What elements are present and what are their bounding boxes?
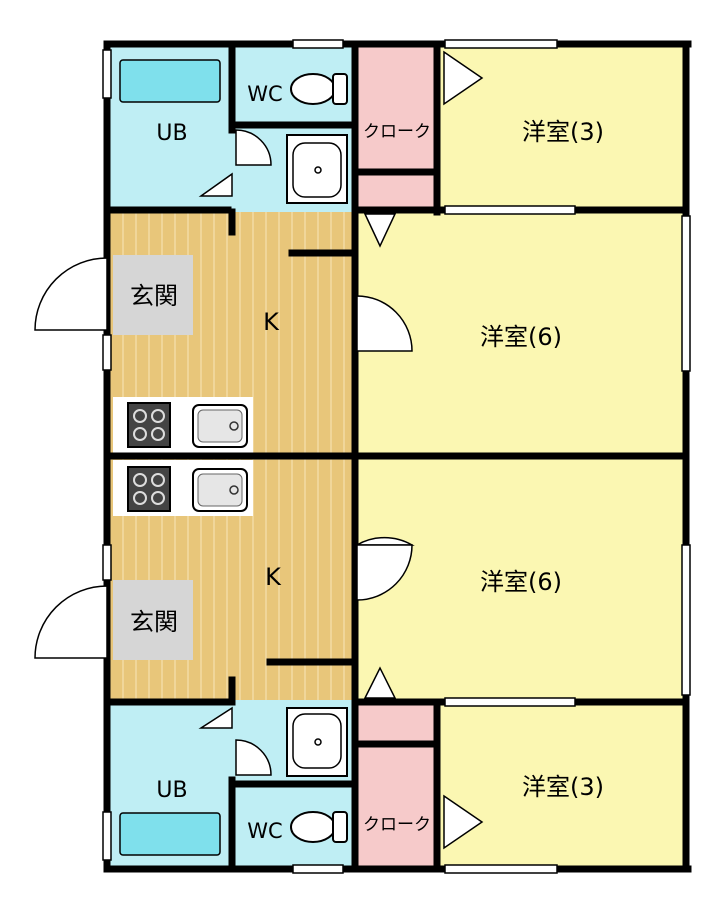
bathtub-top: [119, 59, 221, 103]
washbasin-bottom-icon: [286, 707, 348, 777]
closet-top-room: [355, 45, 437, 212]
closet-bottom-label: クローク: [363, 815, 431, 835]
toilet-top-icon: [290, 73, 348, 105]
western-mid-bottom-room: [355, 456, 687, 700]
western-bottom-label: 洋室(3): [522, 773, 604, 801]
entrance-top-label: 玄関: [130, 282, 178, 310]
bathtub-bottom: [119, 812, 221, 856]
western-mid-bottom-label: 洋室(6): [480, 568, 562, 596]
closet-top-label: クローク: [363, 122, 431, 142]
kitchen-sink-top-icon: [192, 404, 248, 448]
wc-bottom-label: WC: [247, 819, 282, 843]
windows: [102, 39, 691, 874]
wc-top-label: WC: [247, 82, 282, 106]
western-top-label: 洋室(3): [522, 118, 604, 146]
kitchen-sink-bottom-icon: [192, 468, 248, 512]
washbasin-top-icon: [286, 134, 348, 204]
closet-bottom-room: [355, 700, 437, 868]
entrance-bottom-label: 玄関: [130, 608, 178, 636]
stove-top-icon: [127, 402, 171, 448]
ub-top-label: UB: [156, 121, 187, 146]
western-mid-top-label: 洋室(6): [480, 323, 562, 351]
entrance-bottom-floor: [113, 580, 193, 660]
kitchen-top-label: K: [263, 308, 280, 336]
western-top-room: [437, 45, 687, 212]
entrance-top-floor: [113, 255, 193, 335]
western-mid-top-room: [355, 212, 687, 456]
kitchen-bottom-label: K: [265, 563, 282, 591]
doors: [34, 50, 484, 850]
stove-bottom-icon: [127, 466, 171, 512]
ub-bottom-label: UB: [156, 778, 187, 803]
western-bottom-room: [437, 700, 687, 868]
walls: [103, 40, 692, 873]
toilet-bottom-icon: [290, 811, 348, 843]
